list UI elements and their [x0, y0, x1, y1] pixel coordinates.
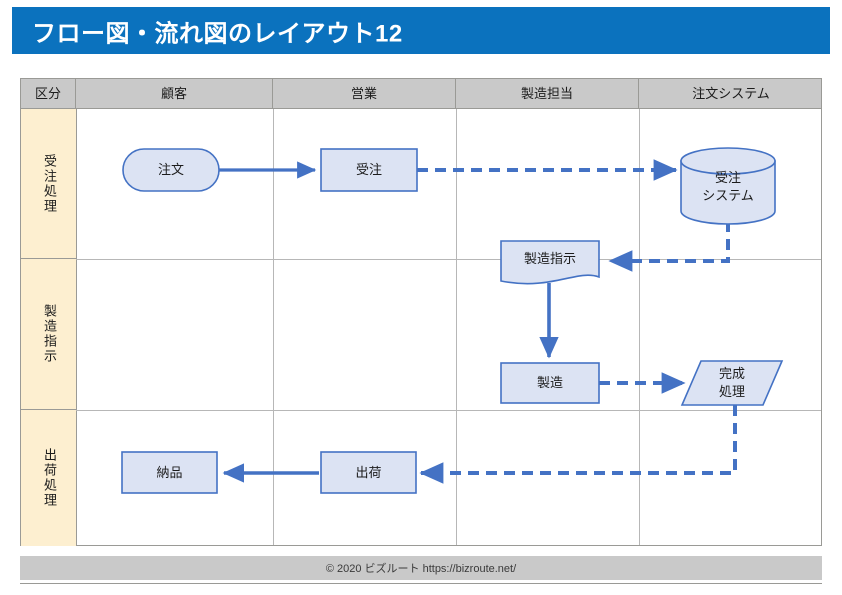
row-label-production-instruction: 製造指示	[21, 259, 76, 410]
node-juchu-system[interactable]	[680, 147, 776, 225]
row-divider-1	[76, 259, 821, 260]
node-kansei[interactable]	[680, 360, 784, 406]
lane-divider-sales-manufacturing	[456, 109, 457, 545]
lane-divider-customer-sales	[273, 109, 274, 545]
connector-kansei-to-shukka	[419, 405, 737, 484]
column-header-order-system: 注文システム	[692, 86, 770, 101]
page-title: フロー図・流れ図のレイアウト12	[32, 20, 403, 47]
row-label-shipping-processing: 出荷処理	[21, 410, 76, 546]
flowchart-container: 区分 顧客 営業 製造担当 注文システム 受注処理 製造指示 出荷処理	[20, 78, 822, 546]
lane-divider-category	[76, 109, 77, 545]
row-label-order-processing: 受注処理	[21, 109, 76, 259]
lane-divider-manufacturing-system	[639, 109, 640, 545]
node-nohin[interactable]	[121, 451, 218, 494]
footer-copyright: © 2020 ビズルート https://bizroute.net/	[325, 563, 517, 575]
row-label-text: 製造指示	[41, 304, 57, 364]
node-juchu[interactable]	[320, 148, 418, 192]
lane-header-row	[21, 79, 821, 109]
node-shukka[interactable]	[320, 451, 417, 494]
column-header-sales: 営業	[273, 79, 456, 108]
node-seizo[interactable]	[500, 362, 600, 404]
row-label-text: 出荷処理	[41, 448, 57, 508]
row-divider-2	[76, 410, 821, 411]
footer-bar: © 2020 ビズルート https://bizroute.net/	[20, 556, 822, 580]
shapes-layer: 注文 受注 受注 システム 製造指示 製造 完成 処理 出荷 納品	[21, 79, 823, 547]
column-header-category: 区分	[21, 79, 76, 108]
node-seizo-shiji[interactable]	[500, 240, 600, 285]
node-chumon[interactable]	[122, 148, 220, 192]
page-bottom-rule	[20, 583, 822, 584]
column-header-manufacturing: 製造担当	[456, 79, 639, 108]
connector-system-to-shiji	[608, 221, 730, 272]
title-bar: フロー図・流れ図のレイアウト12	[12, 7, 830, 54]
row-label-text: 受注処理	[41, 153, 57, 214]
column-header-customer: 顧客	[76, 79, 273, 108]
